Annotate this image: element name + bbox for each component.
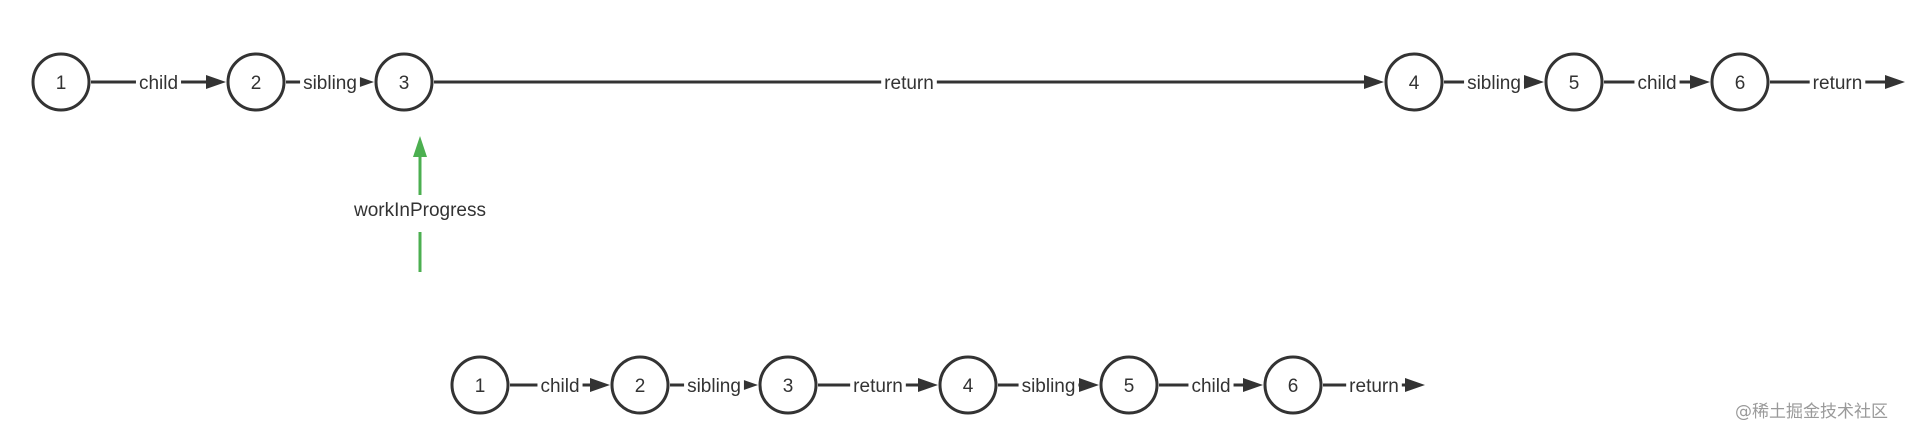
diagram-2-node-4-circle <box>938 355 998 415</box>
diagram-1-edge-sibling-4-label-bg <box>1464 70 1524 94</box>
diagram-2-node-3-circle <box>758 355 818 415</box>
diagram-2-node-6-label: 6 <box>1288 376 1299 397</box>
diagram-2-edge-sibling-4-label: sibling <box>1022 376 1076 397</box>
diagram-1-node-1-circle <box>31 52 91 112</box>
diagram-1-node-3-circle <box>374 52 434 112</box>
diagram-1-node-4-label: 4 <box>1409 73 1420 94</box>
diagram-2-edge-child-1-head <box>590 378 610 392</box>
diagram-1-node-2-label: 2 <box>251 73 262 94</box>
diagram-2-edge-return-6-label-bg <box>1346 373 1402 397</box>
pointer-arrow-head <box>413 136 427 157</box>
diagram-1-edge-child-5-label: child <box>1637 73 1676 94</box>
diagram-2-node-4-label: 4 <box>963 376 974 397</box>
diagram-1-node-6-circle <box>1710 52 1770 112</box>
diagram-2-edge-child-5-label-bg <box>1188 373 1234 397</box>
diagram-2-node-3-label: 3 <box>783 376 794 397</box>
diagram-1-node-5-circle <box>1544 52 1604 112</box>
diagram-1-edge-sibling-2-label: sibling <box>303 73 357 94</box>
diagram-2-edge-child-5-head <box>1243 378 1263 392</box>
diagram-1-edge-child-5-head <box>1690 75 1710 89</box>
diagram-2-edge-return-3-label: return <box>853 376 903 397</box>
watermark: @稀土掘金技术社区 <box>1735 402 1888 422</box>
diagram-2-edge-return-6-label: return <box>1349 376 1399 397</box>
diagram-1-edge-sibling-4-head <box>1524 75 1544 89</box>
diagram-2-edge-child-1-label: child <box>540 376 579 397</box>
diagram-1-edge-return-3-label: return <box>884 73 934 94</box>
diagram-2-node-5-label: 5 <box>1124 376 1135 397</box>
diagram-1-node-1-label: 1 <box>56 73 67 94</box>
diagram-2-node-1-circle <box>450 355 510 415</box>
diagram-1-node-3-label: 3 <box>399 73 410 94</box>
diagram-1-edge-sibling-2-label-bg <box>300 70 360 94</box>
diagram-1-edge-return-6-label-bg <box>1809 70 1866 94</box>
diagram-2-edge-child-1-label-bg <box>537 373 583 397</box>
diagram-2-edge-sibling-4-head <box>1079 378 1099 392</box>
diagram-2-node-1-label: 1 <box>475 376 486 397</box>
diagram-2-edge-sibling-2-label: sibling <box>687 376 741 397</box>
diagram-2-node-5-circle <box>1099 355 1159 415</box>
diagram-1-node-6-label: 6 <box>1735 73 1746 94</box>
diagram-2-edge-child-5-label: child <box>1191 376 1230 397</box>
pointer-label: workInProgress <box>353 200 486 221</box>
diagram-1-edge-return-3-label-bg <box>881 70 937 94</box>
diagram-2-edge-return-6-head <box>1405 378 1425 392</box>
diagram-1-edge-child-5-label-bg <box>1634 70 1680 94</box>
diagram-2-edge-return-3-label-bg <box>850 373 906 397</box>
diagram-1-edge-sibling-4-label: sibling <box>1467 73 1521 94</box>
diagram-1-edge-child-1-label-bg <box>135 70 182 94</box>
diagram-1-node-4-circle <box>1384 52 1444 112</box>
diagram-1-edge-child-1-head <box>206 75 226 89</box>
diagram-1-edge-return-6-head <box>1885 75 1905 89</box>
diagram-2-node-2-circle <box>610 355 670 415</box>
diagram-2-edge-sibling-2-label-bg <box>684 373 744 397</box>
diagram-2-node-6-circle <box>1263 355 1323 415</box>
diagram-1-edge-return-3-head <box>1364 75 1384 89</box>
diagram-1-edge-child-1-label: child <box>139 73 178 94</box>
diagram-2-edge-sibling-4-label-bg <box>1018 373 1079 397</box>
diagram-1-node-2-circle <box>226 52 286 112</box>
diagram-2-edge-return-3-head <box>918 378 938 392</box>
diagram-1-edge-return-6-label: return <box>1813 73 1863 94</box>
diagram-1-node-5-label: 5 <box>1569 73 1580 94</box>
diagram-2-node-2-label: 2 <box>635 376 646 397</box>
